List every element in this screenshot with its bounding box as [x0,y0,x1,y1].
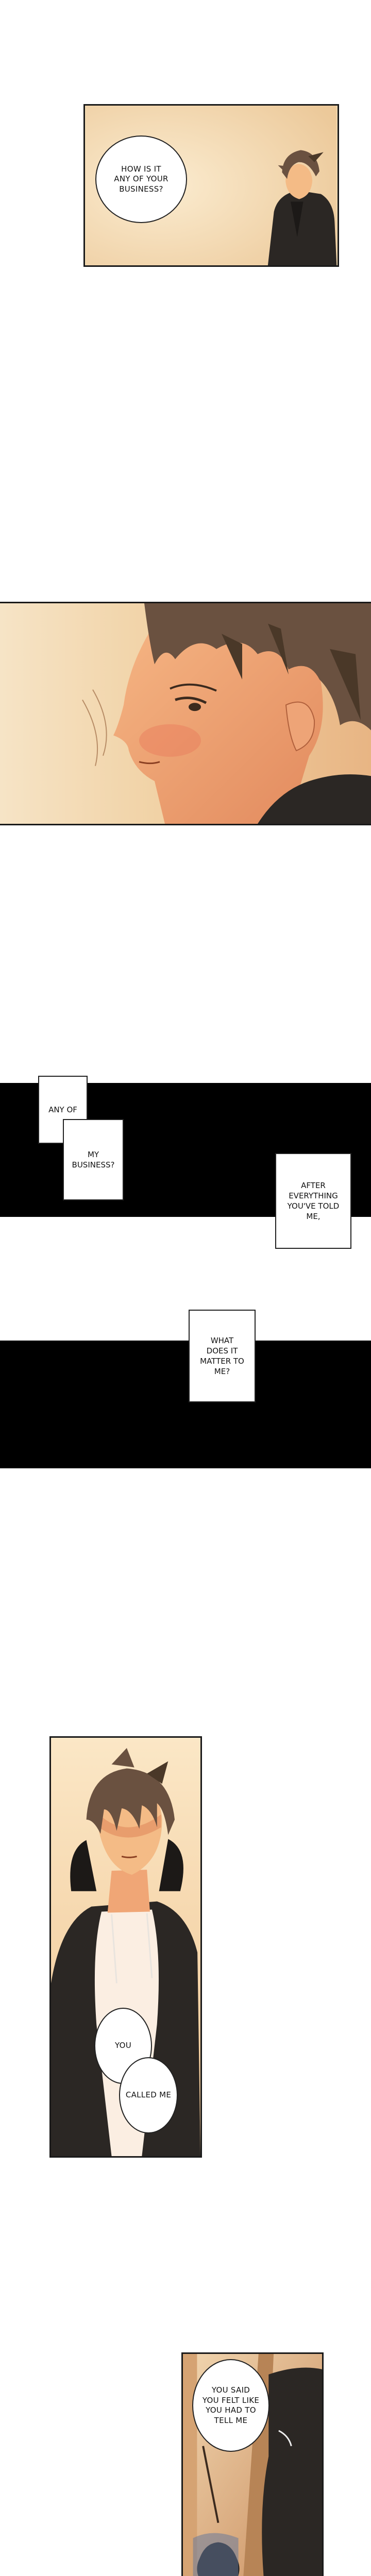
panel-3: YOU CALLED ME [49,1736,202,2158]
caption-box: MY BUSINESS? [63,1119,124,1200]
caption-box: WHAT DOES IT MATTER TO ME? [189,1310,256,1402]
speech-balloon: CALLED ME [119,2057,178,2133]
panel-4: YOU SAID YOU FELT LIKE YOU HAD TO TELL M… [181,2352,324,2576]
black-band-bottom [0,1341,371,1468]
speech-balloon: YOU SAID YOU FELT LIKE YOU HAD TO TELL M… [192,2359,269,2452]
panel-2 [0,602,371,825]
panel-2-artwork [0,603,371,824]
panel-1: HOW IS IT ANY OF YOUR BUSINESS? [83,104,339,267]
caption-box: AFTER EVERYTHING YOU'VE TOLD ME, [275,1153,351,1249]
speech-balloon: HOW IS IT ANY OF YOUR BUSINESS? [95,135,187,223]
